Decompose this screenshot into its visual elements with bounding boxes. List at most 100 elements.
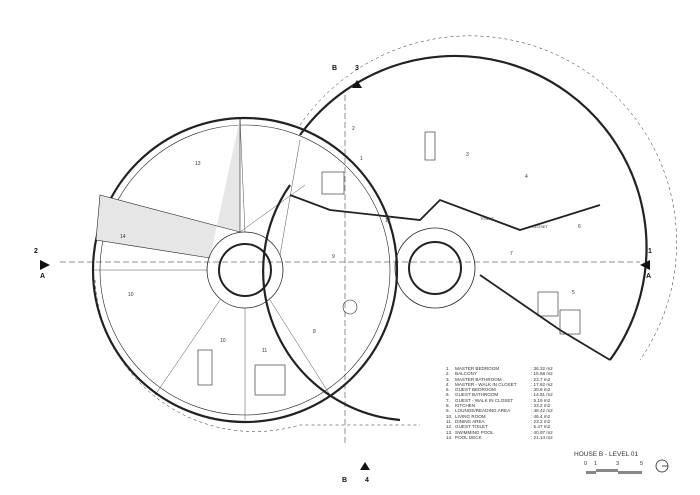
- legend-name: GUEST BATHROOM: [455, 392, 499, 398]
- legend-row: 4. MASTER - WALK IN CLOSET : 17.62 m2: [446, 382, 553, 387]
- legend-name: MASTER BEDROOM: [455, 366, 500, 371]
- legend-area: : 36.32 m2: [531, 366, 553, 371]
- marker-left-a: A: [40, 273, 45, 280]
- legend-name: LIVING ROOM: [455, 413, 486, 419]
- legend-row: 6.GUEST BATHROOM: 14.81 m2: [446, 392, 553, 397]
- right-stair: [394, 227, 476, 309]
- label-toilet: TOILET: [480, 216, 494, 221]
- room-number: 12: [385, 218, 391, 224]
- marker-top-3: 3: [355, 65, 359, 72]
- right-house-curved-wall: [262, 184, 401, 422]
- legend-area: : 33.2 m2: [531, 403, 551, 409]
- legend-num: 6.: [446, 392, 450, 398]
- legend-name: KITCHEN: [455, 403, 476, 409]
- drawing-title: HOUSE B - LEVEL 01: [574, 451, 639, 458]
- legend-name: LOUNGE/READING AREA: [455, 408, 511, 414]
- legend-num: 4.: [446, 381, 450, 387]
- legend-area: : 48.42 m2: [531, 408, 553, 414]
- marker-right-a: A: [646, 273, 651, 280]
- section-marker-triangle-top: [352, 80, 362, 88]
- legend-area: : 5.19 m2: [531, 397, 551, 403]
- room-number: 11: [262, 348, 267, 354]
- section-marker-triangle-bottom: [360, 462, 370, 470]
- room-number: 10: [128, 292, 134, 298]
- room-number: 3: [466, 152, 469, 158]
- legend-num: 11.: [446, 418, 453, 424]
- room-number: 2: [352, 126, 355, 132]
- legend-name: MASTER BATHROOM: [455, 376, 502, 382]
- section-marker-triangle-right: [640, 260, 650, 270]
- bathtub: [424, 131, 436, 161]
- legend-num: 7.: [446, 397, 450, 403]
- room-number: 7: [510, 251, 513, 257]
- marker-left-2: 2: [34, 248, 38, 255]
- room-number: 8: [313, 329, 316, 335]
- legend-num: 8.: [446, 403, 450, 409]
- legend-area: : 23.7 m2: [531, 376, 551, 382]
- legend-row: 8. KITCHEN : 33.2 m2: [446, 403, 553, 408]
- legend-name: MASTER - WALK IN CLOSET: [455, 381, 517, 387]
- legend-name: DINING AREA: [455, 418, 485, 424]
- right-house-interior-walls: [289, 194, 601, 231]
- legend-area: : 23.2 m2: [531, 418, 551, 424]
- legend-row: 1. MASTER BEDROOM : 36.32 m2: [446, 366, 553, 371]
- left-core: [218, 243, 272, 297]
- room-number: 14: [120, 234, 126, 240]
- legend-name: SWIMMING POOL: [455, 429, 494, 435]
- label-closet: CLOSET: [532, 224, 549, 229]
- scale-label: 5: [640, 461, 644, 467]
- legend-row: 11.DINING AREA : 23.2 m2: [446, 419, 553, 424]
- scale-bar: [586, 469, 642, 474]
- room-number: 10: [220, 338, 226, 344]
- legend-area: : 5.47 m2: [531, 424, 551, 430]
- legend-num: 2.: [446, 371, 450, 377]
- guest-bed-1: [537, 291, 559, 317]
- legend-num: 5.: [446, 387, 450, 393]
- room-number: 1: [360, 156, 363, 162]
- legend-area: : 17.62 m2: [531, 381, 553, 387]
- scale-label: 3: [616, 461, 620, 467]
- legend-num: 13.: [446, 429, 453, 435]
- legend-name: GUEST BEDROOM: [455, 387, 496, 393]
- right-house-outer-wall: [299, 54, 648, 361]
- legend-name: BALCONY: [455, 371, 477, 377]
- guest-bed-2: [559, 309, 581, 335]
- legend-name: GUEST - WALK IN CLOSET: [455, 397, 514, 403]
- room-number: 13: [195, 161, 201, 167]
- legend-row: 14.POOL DECK: 21.14 m2: [446, 435, 553, 440]
- dining-table: [254, 364, 286, 396]
- legend-row: 12.GUEST TOILET : 5.47 m2: [446, 424, 553, 429]
- legend-row: 9.LOUNGE/READING AREA: 48.42 m2: [446, 408, 553, 413]
- legend-row: 7. GUEST - WALK IN CLOSET : 5.19 m2: [446, 398, 553, 403]
- room-number: 4: [525, 174, 528, 180]
- legend-name: POOL DECK: [455, 434, 482, 440]
- room-number: 9: [332, 254, 335, 260]
- legend-num: 1.: [446, 366, 450, 371]
- scale-label: 0: [584, 461, 588, 467]
- swimming-pool: [95, 118, 241, 259]
- legend-name: GUEST TOILET: [455, 424, 488, 430]
- marker-bottom-b: B: [342, 477, 347, 484]
- master-bed: [321, 171, 345, 195]
- room-number: 6: [578, 224, 581, 230]
- left-radial-lines: [93, 117, 331, 420]
- lounge-table: [342, 299, 358, 315]
- marker-top-b: B: [332, 65, 337, 72]
- legend-area: : 21.14 m2: [531, 434, 553, 440]
- guest-wing-wall: [479, 274, 611, 361]
- legend-area: : 30.8 m2: [531, 387, 551, 393]
- legend-num: 12.: [446, 424, 453, 430]
- legend-num: 3.: [446, 376, 450, 382]
- legend-row: 13.SWIMMING POOL : 40.97 m2: [446, 430, 553, 435]
- scale-label: 1: [594, 461, 598, 467]
- legend-area: : 40.97 m2: [531, 429, 553, 435]
- legend-row: 2. BALCONY : 15.68 m2: [446, 371, 553, 376]
- legend-row: 5. GUEST BEDROOM : 30.8 m2: [446, 387, 553, 392]
- marker-bottom-4: 4: [365, 477, 369, 484]
- legend-area: : 15.68 m2: [531, 371, 553, 377]
- legend-area: : 46.4 m2: [531, 413, 551, 419]
- legend-row: 10.LIVING ROOM: 46.4 m2: [446, 414, 553, 419]
- legend-row: 3. MASTER BATHROOM : 23.7 m2: [446, 377, 553, 382]
- roof-outline: [299, 35, 677, 361]
